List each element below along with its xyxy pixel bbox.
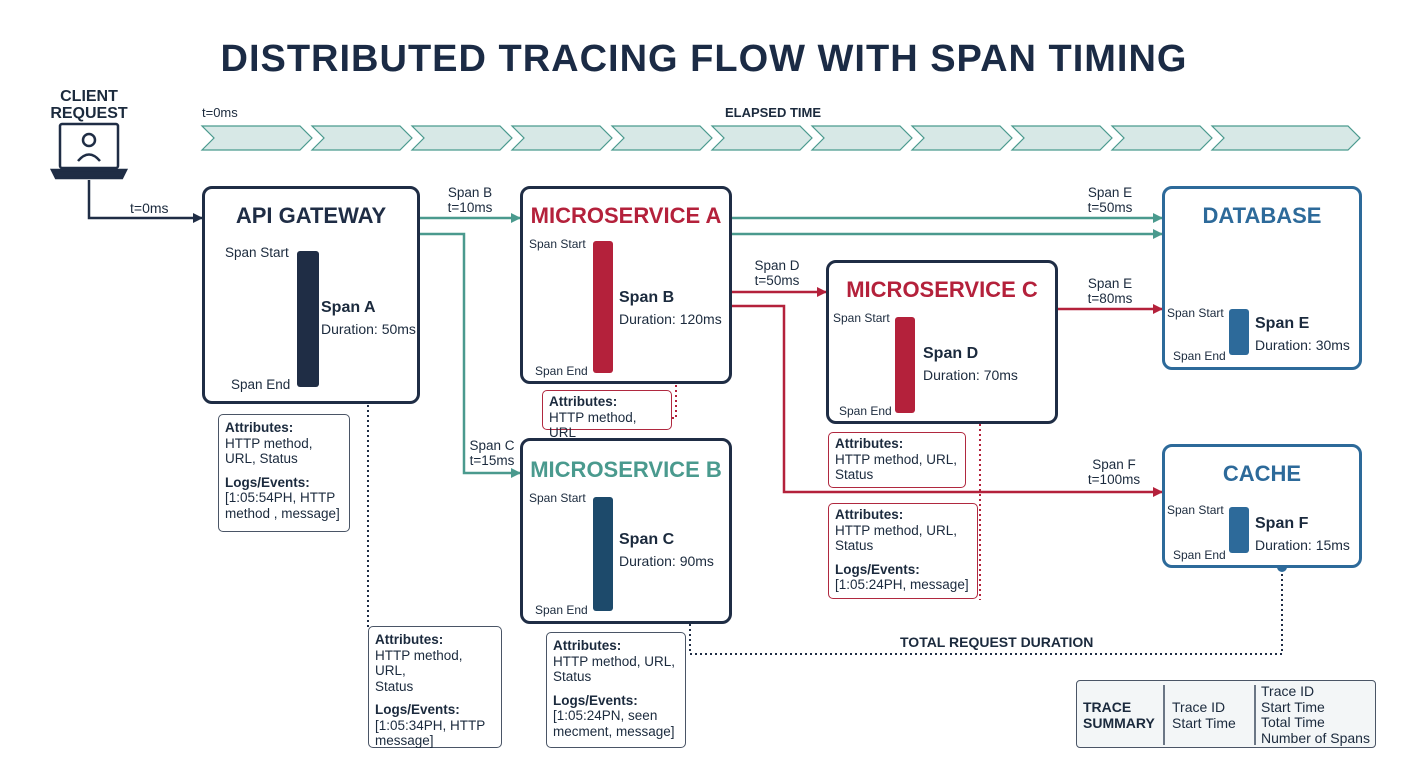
trace-summary-panel: TRACE SUMMARY Trace ID Start Time Trace … [1076, 680, 1376, 748]
span-c-duration: Duration: 90ms [619, 553, 714, 569]
total-request-duration-label: TOTAL REQUEST DURATION [900, 634, 1094, 650]
span-e-bar [1229, 309, 1249, 355]
api-gateway-title: API GATEWAY [235, 203, 387, 228]
cache-box[interactable]: CACHE Span Start Span F Duration: 15ms S… [1162, 444, 1362, 568]
microservice-a-title: MICROSERVICE A [530, 203, 722, 228]
microservice-c-box[interactable]: MICROSERVICE C Span Start Span D Duratio… [826, 260, 1058, 424]
span-end-label: Span End [839, 404, 892, 418]
database-title: DATABASE [1202, 203, 1322, 228]
gateway-attributes-note: Attributes: HTTP method, URL, Status Log… [218, 414, 350, 532]
microservice-c-logs-note: Attributes: HTTP method, URL, Status Log… [828, 503, 978, 599]
lower-left-attributes-note: Attributes: HTTP method, URL, Status Log… [368, 626, 502, 748]
span-b-name: Span B [619, 289, 675, 306]
api-gateway-box[interactable]: API GATEWAY Span Start Span A Duration: … [202, 186, 420, 404]
microservice-b-title: MICROSERVICE B [530, 457, 722, 482]
span-start-label: Span Start [1167, 306, 1224, 320]
microservice-b-box[interactable]: MICROSERVICE B Span Start Span C Duratio… [520, 438, 732, 624]
microservice-a-box[interactable]: MICROSERVICE A Span Start Span B Duratio… [520, 186, 732, 384]
microservice-b-attributes-note: Attributes: HTTP method, URL, Status Log… [546, 632, 686, 748]
span-end-label: Span End [1173, 548, 1226, 562]
span-e-duration: Duration: 30ms [1255, 337, 1350, 353]
client-request-label: CLIENT REQUEST [50, 88, 128, 122]
span-end-label: Span End [231, 377, 291, 392]
span-start-label: Span Start [529, 237, 586, 251]
span-start-label: Span Start [225, 245, 289, 260]
span-start-label: Span Start [1167, 503, 1224, 517]
elapsed-time-arrow [200, 125, 1361, 151]
diagram-title: DISTRIBUTED TRACING FLOW WITH SPAN TIMIN… [220, 38, 1188, 80]
span-start-label: Span Start [529, 491, 586, 505]
summary-divider [1163, 685, 1165, 745]
span-a-duration: Duration: 50ms [321, 321, 416, 337]
microservice-c-title: MICROSERVICE C [846, 277, 1038, 302]
span-a-name: Span A [321, 299, 376, 316]
summary-divider [1254, 685, 1256, 745]
span-c-bar [593, 497, 613, 611]
laptop-icon [49, 122, 129, 180]
span-e-name: Span E [1255, 315, 1310, 332]
span-a-bar [297, 251, 319, 387]
span-d-duration: Duration: 70ms [923, 367, 1018, 383]
span-start-label: Span Start [833, 311, 890, 325]
span-end-label: Span End [535, 364, 588, 378]
span-end-label: Span End [1173, 349, 1226, 363]
span-d-name: Span D [923, 345, 979, 362]
elapsed-time-label: ELAPSED TIME [724, 105, 822, 120]
span-b-bar [593, 241, 613, 373]
microservice-c-attributes-note: Attributes: HTTP method, URL, Status [828, 432, 966, 488]
microservice-a-attributes-note: Attributes: HTTP method, URL [542, 390, 672, 440]
client-time-label: t=0ms [130, 200, 169, 216]
span-b-duration: Duration: 120ms [619, 311, 722, 327]
span-f-duration: Duration: 15ms [1255, 537, 1350, 553]
trace-summary-col1: Trace ID Start Time [1172, 699, 1236, 731]
trace-summary-col2: Trace ID Start Time Total Time Number of… [1261, 683, 1370, 746]
span-f-bar [1229, 507, 1249, 553]
span-end-label: Span End [535, 603, 588, 617]
cache-title: CACHE [1222, 461, 1302, 486]
database-box[interactable]: DATABASE Span Start Span E Duration: 30m… [1162, 186, 1362, 370]
span-c-name: Span C [619, 531, 675, 548]
trace-summary-title: TRACE SUMMARY [1083, 699, 1155, 731]
span-f-name: Span F [1255, 515, 1309, 532]
span-d-bar [895, 317, 915, 413]
timeline-start-label: t=0ms [202, 105, 238, 120]
